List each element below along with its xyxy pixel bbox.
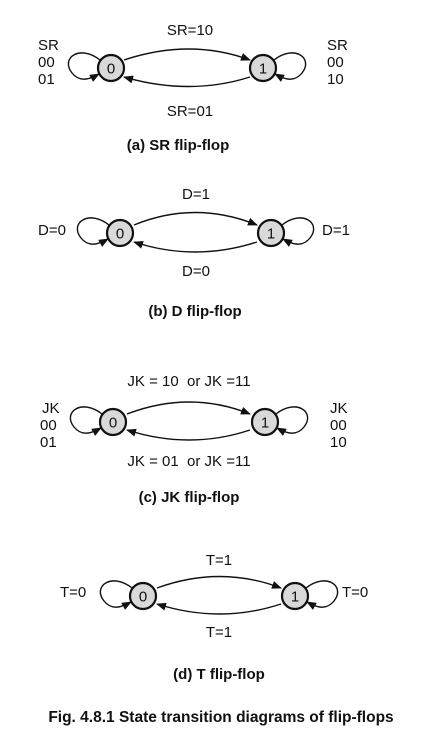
sr-right-label-0: SR [327, 37, 348, 54]
t-edge-0-to-1 [156, 575, 282, 589]
jk-left-label-2: 01 [40, 434, 57, 451]
jk-state-1-label: 1 [261, 415, 269, 432]
d-self-loop-1 [281, 217, 315, 247]
t-self-loop-1 [305, 580, 339, 610]
d-state-1-label: 1 [267, 226, 275, 243]
t-state-1 [280, 581, 310, 611]
jk-state-1 [250, 407, 280, 437]
jk-state-0-label: 0 [109, 415, 117, 432]
t-bottom-label: T=1 [206, 624, 232, 641]
jk-edge-0-to-1 [126, 401, 251, 415]
d-edge-0-to-1 [133, 211, 258, 226]
d-diagram: 0 1 D=1 D=0 D=0 D=1 (b) D flip-flop [38, 186, 350, 320]
d-right-label: D=1 [322, 222, 350, 239]
d-caption: (b) D flip-flop [148, 303, 241, 320]
t-left-label: T=0 [60, 584, 86, 601]
sr-left-label-0: SR [38, 37, 59, 54]
jk-self-loop-1 [275, 406, 309, 436]
jk-state-0 [98, 407, 128, 437]
jk-right-label-2: 10 [330, 434, 347, 451]
jk-self-loop-0 [69, 406, 103, 436]
d-self-loop-0 [76, 217, 110, 247]
sr-edge-0-to-1 [123, 48, 251, 61]
t-edge-1-to-0 [156, 602, 282, 615]
jk-right-label-0: JK [330, 400, 348, 417]
t-diagram: 0 1 T=1 T=1 T=0 T=0 (d) T flip-flop [60, 552, 368, 683]
figure-caption: Fig. 4.8.1 State transition diagrams of … [48, 709, 393, 726]
jk-left-label-0: JK [42, 400, 60, 417]
d-state-1 [256, 218, 286, 248]
sr-left-label-2: 01 [38, 71, 55, 88]
sr-top-label: SR=10 [167, 22, 213, 39]
jk-right-label-1: 00 [330, 417, 347, 434]
sr-state-1 [248, 53, 278, 83]
d-state-0-label: 0 [116, 226, 124, 243]
sr-right-label-1: 00 [327, 54, 344, 71]
jk-caption: (c) JK flip-flop [139, 489, 240, 506]
sr-state-0 [96, 53, 126, 83]
sr-state-1-label: 1 [259, 61, 267, 78]
jk-diagram: 0 1 JK = 10 or JK =11 JK = 01 or JK =11 … [40, 373, 348, 506]
t-right-label: T=0 [342, 584, 368, 601]
jk-edge-1-to-0 [126, 428, 251, 441]
jk-bottom-label: JK = 01 or JK =11 [127, 453, 250, 470]
d-bottom-label: D=0 [182, 263, 210, 280]
sr-bottom-label: SR=01 [167, 103, 213, 120]
d-state-0 [105, 218, 135, 248]
t-self-loop-0 [99, 580, 133, 610]
jk-top-label: JK = 10 or JK =11 [127, 373, 250, 390]
sr-caption: (a) SR flip-flop [127, 137, 229, 154]
d-top-label: D=1 [182, 186, 210, 203]
sr-left-label-1: 00 [38, 54, 55, 71]
t-caption: (d) T flip-flop [173, 666, 265, 683]
sr-self-loop-1 [273, 52, 307, 82]
sr-state-0-label: 0 [107, 61, 115, 78]
t-state-0 [128, 581, 158, 611]
sr-edge-1-to-0 [123, 75, 251, 88]
t-state-1-label: 1 [291, 589, 299, 606]
jk-left-label-1: 00 [40, 417, 57, 434]
t-state-0-label: 0 [139, 589, 147, 606]
t-top-label: T=1 [206, 552, 232, 569]
sr-self-loop-0 [67, 52, 101, 82]
sr-diagram: 0 1 SR=10 SR=01 SR 00 01 SR 00 10 (a) SR… [38, 22, 348, 154]
sr-right-label-2: 10 [327, 71, 344, 88]
d-left-label: D=0 [38, 222, 66, 239]
d-edge-1-to-0 [133, 241, 258, 253]
